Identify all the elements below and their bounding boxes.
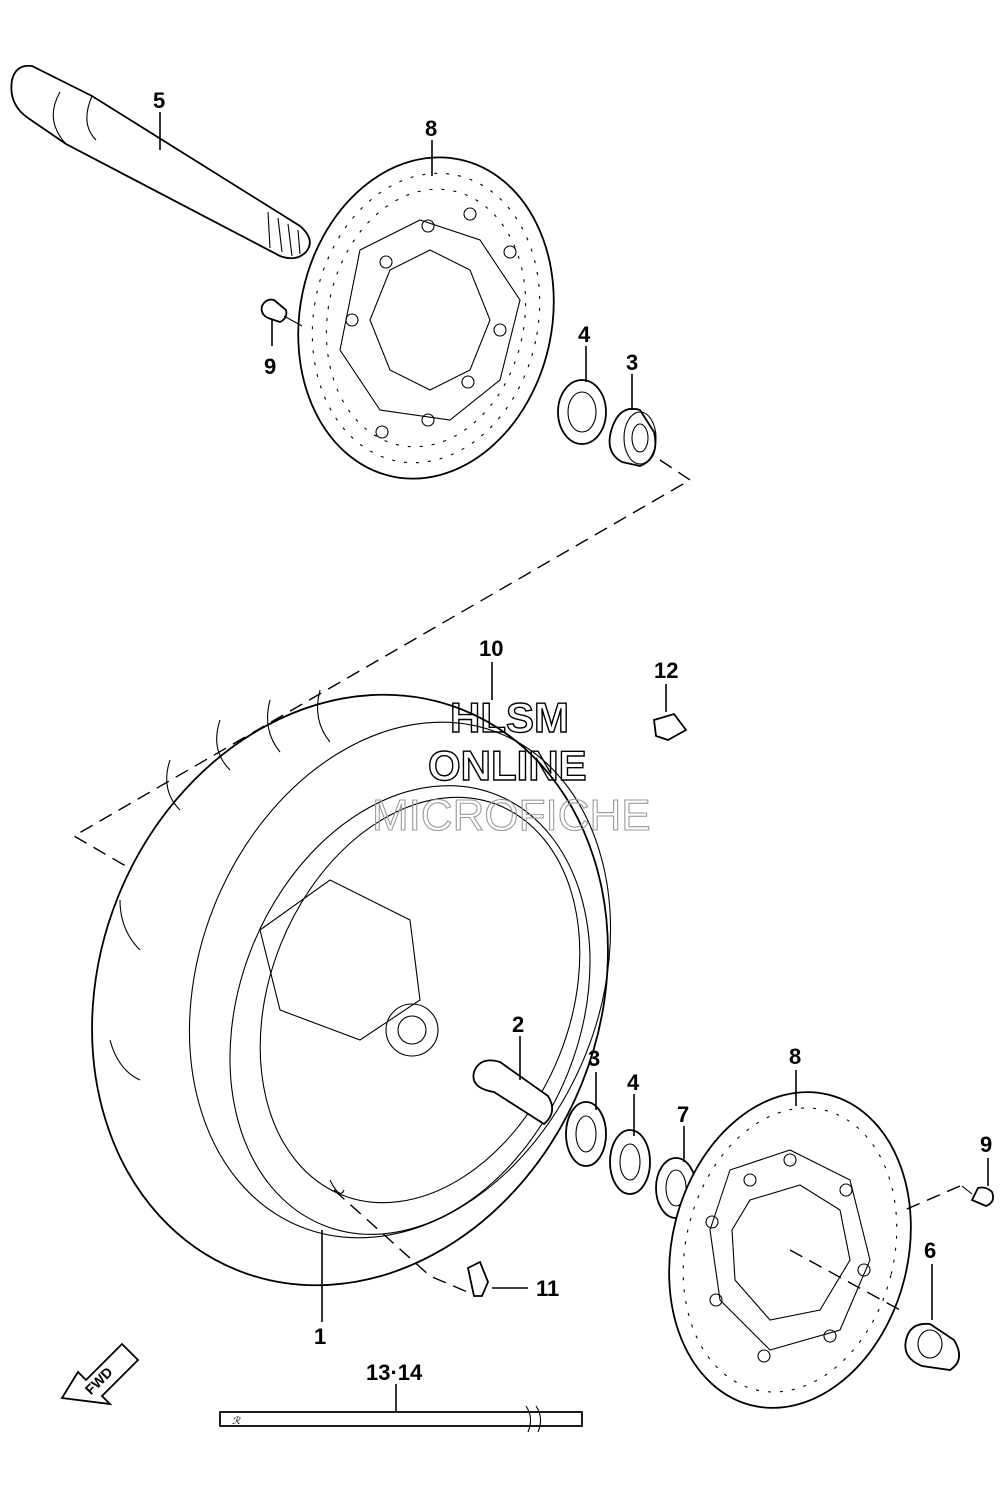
callout-wheel: 1 [314, 1324, 326, 1349]
callout-seal-top: 4 [578, 322, 591, 347]
wheel-spacer [472, 1059, 554, 1126]
callout-axle: 5 [153, 88, 165, 113]
callout-disc-bottom-fallback: 8 [789, 1044, 801, 1069]
axis-line-top [72, 459, 692, 873]
callout-bearing-bottom: 3 [588, 1046, 600, 1071]
callout-dust-seal: 7 [677, 1102, 689, 1127]
axle-collar [904, 1322, 960, 1371]
front-axle [10, 64, 311, 260]
balance-weight-clip [653, 712, 688, 741]
axis-line-bolt [899, 1185, 961, 1213]
bearing-top [608, 407, 657, 467]
watermark-line2: ONLINE [428, 742, 587, 789]
disc-bolt-bottom [961, 1185, 995, 1207]
oil-seal-bottom [609, 1129, 651, 1195]
callout-clip: 12 [654, 658, 678, 683]
callout-disc-top: 8 [425, 116, 437, 141]
tire [91, 689, 612, 1287]
watermark-line1: HLSM [450, 694, 569, 741]
callout-seal-bottom: 4 [627, 1070, 640, 1095]
forward-direction-arrow: FWD [60, 1342, 140, 1406]
wheel [229, 785, 591, 1235]
brake-disc-top [297, 156, 555, 480]
callout-bolt-top: 9 [264, 354, 276, 379]
callout-spacer: 2 [512, 1012, 524, 1037]
oil-seal-top [557, 379, 607, 445]
axis-line-valve [333, 1189, 473, 1295]
callout-valve: 11 [536, 1276, 559, 1301]
callout-bolt-bottom: 9 [980, 1132, 992, 1157]
callout-decal: 13·14 [366, 1360, 423, 1385]
tire-valve [466, 1260, 489, 1297]
bearing-bottom [565, 1101, 607, 1167]
disc-bolt-top [260, 298, 303, 327]
decal-strip: ℛ [219, 1405, 583, 1433]
svg-text:ℛ: ℛ [232, 1416, 241, 1427]
callout-collar: 6 [924, 1238, 936, 1263]
callout-tire: 10 [479, 636, 503, 661]
callout-bearing-top: 3 [626, 350, 638, 375]
watermark-line3: MICROFICHE [372, 791, 651, 840]
